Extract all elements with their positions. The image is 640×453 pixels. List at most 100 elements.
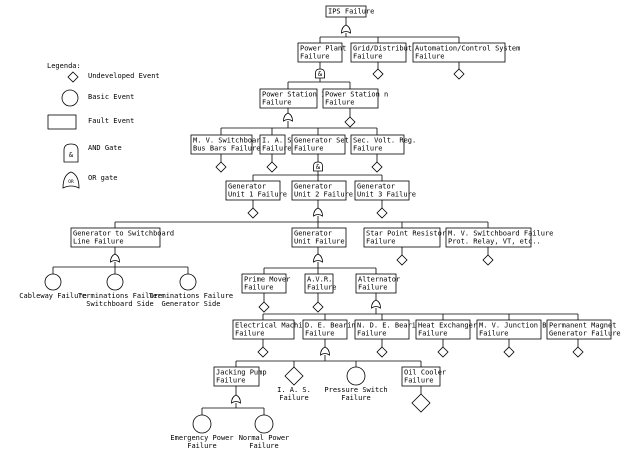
or-gate-ps1 xyxy=(283,112,293,122)
fault-event-sec-volt xyxy=(350,134,405,155)
or-gate-gen-unit xyxy=(313,253,323,263)
or-gate-de-bearing xyxy=(320,346,330,356)
undeveloped-event-nde-bearing xyxy=(376,346,388,358)
undeveloped-event-star-point xyxy=(396,254,408,266)
legend-label-3: AND Gate xyxy=(88,144,122,152)
fault-event-ps1 xyxy=(259,88,318,109)
fault-event-heat-exch xyxy=(415,319,471,340)
undeveloped-event-perm-magnet xyxy=(572,346,584,358)
fault-event-elec-machine xyxy=(232,319,295,340)
fault-event-ias-1 xyxy=(259,134,286,155)
connector-lines xyxy=(52,17,579,415)
or-gate-jacking-pump xyxy=(231,394,241,404)
fault-event-prime-mover xyxy=(241,273,287,294)
fault-event-gen-u3 xyxy=(354,180,410,201)
legend-or-glyph: OR xyxy=(68,179,74,185)
legend-label-1: Basic Event xyxy=(88,93,134,101)
undeveloped-event-mv-switchboard xyxy=(215,161,227,173)
undeveloped-event-ias-2 xyxy=(284,366,304,386)
legend-label-0: Undeveloped Event xyxy=(88,72,160,80)
undeveloped-event-heat-exch xyxy=(437,346,449,358)
undeveloped-event-elec-machine xyxy=(257,346,269,358)
fault-event-gen-u2 xyxy=(291,180,347,201)
legend-basic-symbol xyxy=(61,89,79,107)
legend-label-4: OR gate xyxy=(88,174,118,182)
fault-event-label-sec-volt: Sec. Volt. Reg.Failure xyxy=(353,137,416,153)
or-gate-alternator xyxy=(371,299,381,309)
legend-and-glyph: & xyxy=(69,151,74,159)
undeveloped-event-gen-u3 xyxy=(376,207,388,219)
legend-label-2: Fault Event xyxy=(88,117,134,125)
and-gate-power-plant xyxy=(315,68,325,79)
legend-undeveloped-symbol xyxy=(67,71,79,83)
fault-event-gen-sb-line xyxy=(70,227,161,248)
fault-event-grid xyxy=(350,42,407,63)
or-gate-gen-sb-line xyxy=(110,253,120,263)
fault-event-mv-prot xyxy=(445,227,532,248)
event-label-ias-2: I. A. S.Failure xyxy=(277,386,311,402)
undeveloped-event-psn xyxy=(344,116,356,128)
legend-and-symbol xyxy=(63,143,79,163)
fault-event-ips xyxy=(325,5,367,18)
legend-fault-symbol xyxy=(47,114,77,130)
basic-event-cableway xyxy=(44,273,62,291)
undeveloped-event-sec-volt xyxy=(371,161,383,173)
fault-event-de-bearing xyxy=(302,319,348,340)
fault-event-mv-junction xyxy=(476,319,542,340)
or-gate-gen-u2 xyxy=(313,207,323,217)
fault-event-automation xyxy=(412,42,506,63)
undeveloped-event-automation xyxy=(453,68,465,80)
undeveloped-event-grid xyxy=(372,68,384,80)
fault-event-psn xyxy=(322,88,379,109)
fault-event-mv-switchboard xyxy=(190,134,253,155)
legend-or-symbol xyxy=(62,171,80,189)
fault-event-oil-cooler xyxy=(401,366,441,387)
fault-event-gen-unit xyxy=(291,227,347,248)
fault-event-jacking-pump xyxy=(213,366,260,387)
fault-event-perm-magnet xyxy=(546,319,612,340)
or-gate-ips xyxy=(341,24,351,34)
undeveloped-event-ias-1 xyxy=(266,161,278,173)
undeveloped-event-oil-cooler xyxy=(411,393,431,413)
event-label-cableway: Cableway Failure xyxy=(19,292,86,300)
fault-event-alternator xyxy=(355,273,397,294)
fault-event-star-point xyxy=(363,227,441,248)
and-gate-symbol: & xyxy=(316,163,321,171)
undeveloped-event-avr xyxy=(312,301,324,313)
fault-event-power-plant xyxy=(297,42,343,63)
undeveloped-event-prime-mover xyxy=(258,301,270,313)
undeveloped-event-mv-junction xyxy=(503,346,515,358)
fault-event-avr xyxy=(304,273,334,294)
